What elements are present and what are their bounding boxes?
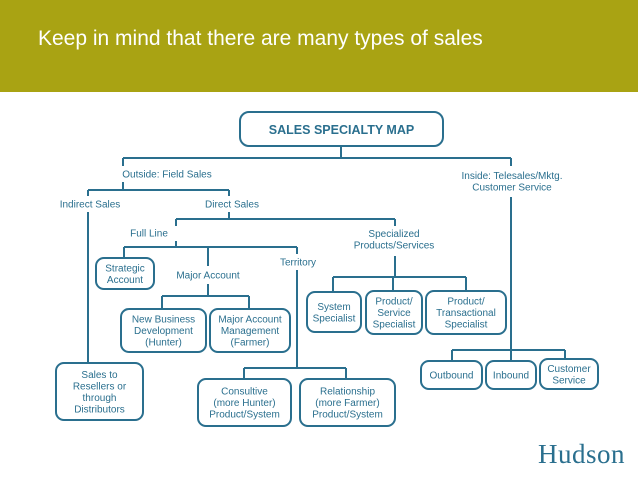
sales-to-resellers-box [55, 362, 144, 421]
major-account-management-box [209, 308, 291, 353]
direct-sales-label: Direct Sales [205, 200, 259, 211]
product-service-specialist-box [365, 290, 423, 335]
node-boxes [55, 111, 599, 427]
map-title-box [239, 111, 444, 147]
product-transactional-specialist-box [425, 290, 507, 335]
indirect-sales-label: Indirect Sales [60, 200, 121, 211]
inbound-box [485, 360, 537, 390]
relationship-farmer-box [299, 378, 396, 427]
relationship-farmer-label: Relationship(more Farmer)Product/System [312, 387, 383, 421]
consultive-hunter-box [197, 378, 292, 427]
territory-label: Territory [280, 258, 316, 269]
major-account-label: Major Account [176, 271, 240, 282]
customer-service-box [539, 358, 599, 390]
full-line-label: Full Line [130, 229, 168, 240]
hudson-logo: Hudson [538, 439, 626, 469]
title-banner: Keep in mind that there are many types o… [0, 0, 638, 92]
map-title: SALES SPECIALTY MAP [269, 123, 414, 137]
inbound-label: Inbound [493, 371, 529, 382]
strategic-account-box [95, 257, 155, 290]
inside-telesales-label: Inside: Telesales/Mktg.Customer Service [462, 171, 563, 194]
consultive-hunter-label: Consultive(more Hunter)Product/System [209, 387, 280, 421]
system-specialist-box [306, 291, 362, 333]
slide-title: Keep in mind that there are many types o… [38, 27, 483, 50]
outbound-box [420, 360, 483, 390]
outside-field-sales-label: Outside: Field Sales [122, 170, 212, 181]
connector-lines [87, 146, 566, 379]
new-business-development-box [120, 308, 207, 353]
outbound-label: Outbound [430, 371, 474, 382]
